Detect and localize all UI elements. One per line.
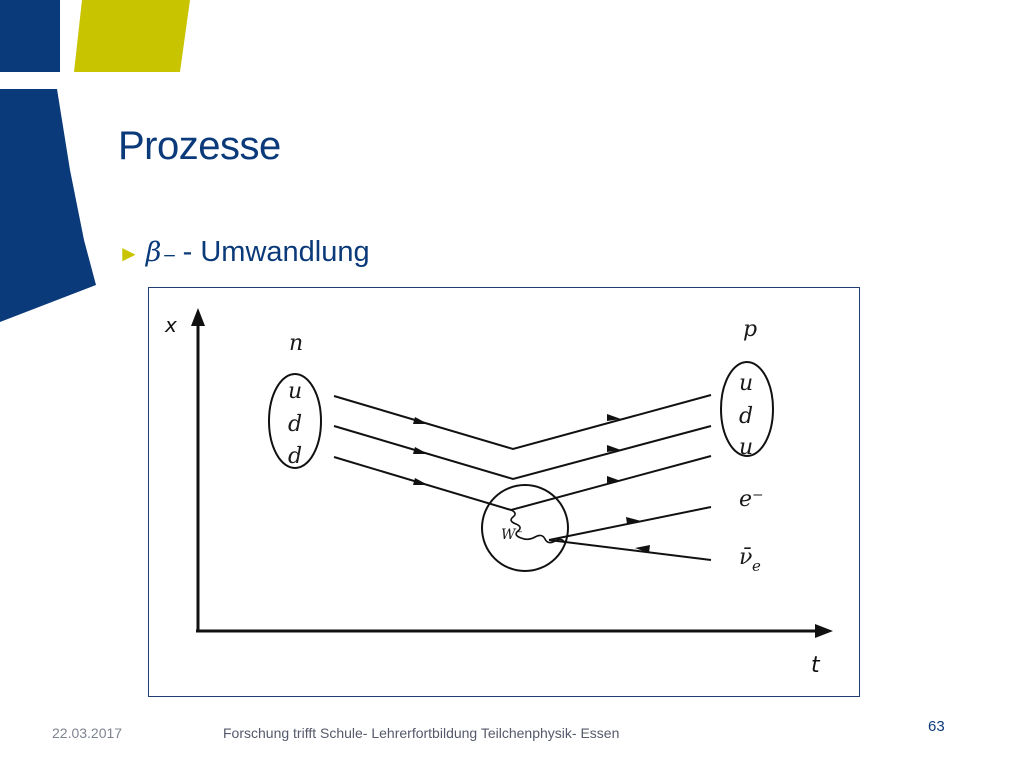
t-axis-arrowhead xyxy=(815,624,833,638)
quark-line-d-spectator xyxy=(333,425,712,481)
footer-date: 22.03.2017 xyxy=(52,725,123,741)
bullet-text: - Umwandlung xyxy=(182,236,370,268)
arrow-quark-3-out xyxy=(607,476,621,483)
electron-line xyxy=(548,506,712,541)
antineutrino-line xyxy=(548,539,712,561)
w-boson-propagator xyxy=(510,509,566,544)
logo-block-navy-top xyxy=(0,0,60,72)
corner-logo-decoration xyxy=(0,0,190,322)
neutron-quark-3: d xyxy=(288,444,302,469)
antineutrino-subscript: e xyxy=(752,557,761,575)
logo-block-olive xyxy=(74,0,190,72)
x-axis-label: x xyxy=(164,313,177,337)
proton-quark-2: d xyxy=(739,404,753,429)
x-axis-arrowhead xyxy=(191,308,205,326)
logo-block-navy-swoosh xyxy=(0,89,96,322)
page-title: Prozesse xyxy=(118,124,281,168)
electron-label: e⁻ xyxy=(739,487,764,512)
neutron-quark-2: d xyxy=(288,412,302,437)
arrow-quark-1-out xyxy=(607,414,621,421)
beta-symbol: β xyxy=(145,237,162,268)
arrow-antineutrino xyxy=(635,545,650,553)
page-number: 63 xyxy=(928,718,945,735)
t-axis-label: t xyxy=(811,653,821,678)
quark-line-d-to-u xyxy=(333,455,712,512)
feynman-diagram-canvas: x t n u d d p u d u W⁻ e⁻ xyxy=(164,308,833,678)
feynman-diagram: x t n u d d p u d u W⁻ e⁻ xyxy=(148,287,860,697)
arrow-quark-2-out xyxy=(607,445,621,452)
neutron-quark-1: u xyxy=(288,379,302,404)
proton-quark-3: u xyxy=(739,435,753,460)
arrow-quark-1-in xyxy=(413,417,428,424)
interaction-vertex-circle xyxy=(481,484,569,572)
footer-text: Forschung trifft Schule- Lehrerfortbildu… xyxy=(223,725,620,741)
proton-ellipse xyxy=(720,361,774,457)
beta-superscript: − xyxy=(162,246,177,266)
quark-line-u xyxy=(333,394,712,451)
bullet-item: ► β− - Umwandlung xyxy=(118,236,370,269)
bullet-arrow-icon: ► xyxy=(118,241,140,266)
arrow-quark-3-in xyxy=(413,478,428,485)
proton-quark-1: u xyxy=(739,371,753,396)
antineutrino-label: ν̄ xyxy=(739,545,752,570)
w-boson-label: W⁻ xyxy=(501,527,523,543)
arrow-quark-2-in xyxy=(413,447,428,454)
neutron-ellipse xyxy=(268,373,322,469)
neutron-label: n xyxy=(289,331,303,356)
arrow-electron xyxy=(626,517,641,524)
proton-label: p xyxy=(743,317,757,342)
